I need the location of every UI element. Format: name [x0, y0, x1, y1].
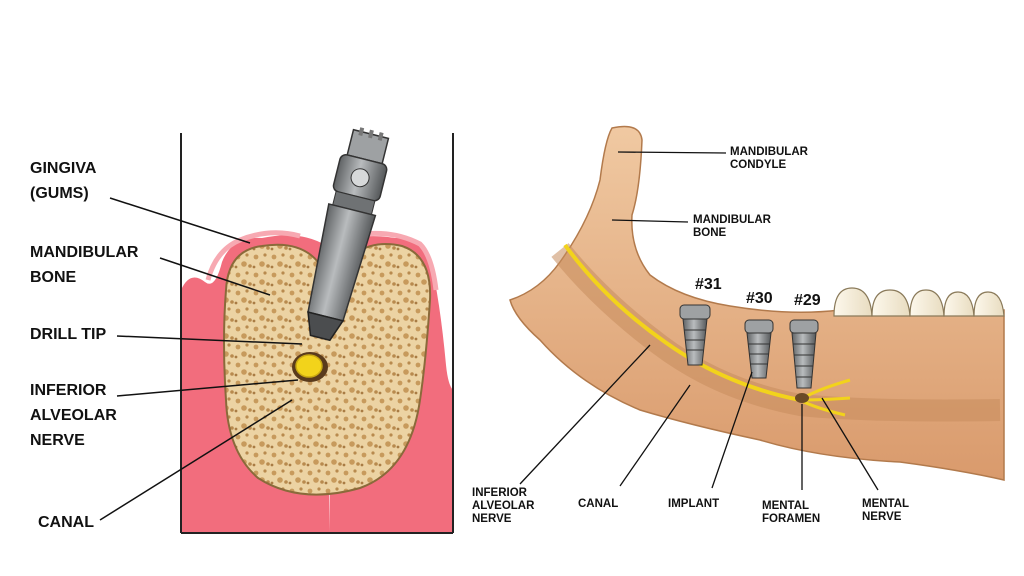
label-mnerve-line2: NERVE [862, 511, 902, 523]
leader-inferior-alveolar-nerve [116, 379, 299, 397]
label-implant: IMPLANT [668, 498, 719, 511]
label-drill-tip: DRILL TIP [30, 322, 106, 347]
label-inferior-alveolar-nerve-right: INFERIOR ALVEOLAR NERVE [472, 487, 534, 526]
label-mandibular-bone-left: MANDIBULAR BONE [30, 240, 138, 290]
label-mandibular-bone-line1: MANDIBULAR [30, 244, 139, 261]
leader-gingiva [109, 197, 251, 244]
label-canal-right-line1: CANAL [578, 498, 619, 510]
leader-canal-right [619, 384, 691, 487]
drill-instrument [307, 127, 390, 342]
implant-29 [789, 319, 819, 389]
leader-inferior-alveolar-nerve-right [519, 344, 651, 485]
label-drill-tip-line1: DRILL TIP [30, 326, 107, 343]
leader-mandibular-condyle [617, 151, 727, 154]
tooth-number-29: #29 [794, 292, 821, 309]
leader-mandibular-bone [159, 257, 271, 296]
label-canal-left: CANAL [38, 510, 94, 535]
label-mental-foramen: MENTAL FORAMEN [762, 500, 820, 526]
label-foramen-line1: MENTAL [762, 500, 810, 512]
left-leader-lines [99, 197, 303, 521]
tooth-number-30: #30 [746, 290, 773, 307]
label-condyle-line2: CONDYLE [730, 159, 787, 171]
label-ian-line1: INFERIOR [30, 382, 107, 399]
leader-mandibular-bone-right [611, 219, 689, 223]
label-inferior-alveolar-nerve-left: INFERIOR ALVEOLAR NERVE [30, 378, 117, 453]
cross-section-diagram [180, 127, 454, 534]
implant-31 [679, 304, 711, 366]
label-ian-right-line3: NERVE [472, 513, 512, 525]
label-ian-line3: NERVE [30, 432, 85, 449]
label-gingiva-line2: (GUMS) [30, 185, 89, 202]
label-gingiva: GINGIVA (GUMS) [30, 156, 96, 206]
label-foramen-line2: FORAMEN [762, 513, 821, 525]
teeth-row [833, 287, 1005, 317]
leader-drill-tip [116, 335, 303, 345]
label-mandibular-bone-right: MANDIBULAR BONE [693, 214, 771, 240]
jaw-diagram [509, 125, 1005, 481]
label-mental-nerve: MENTAL NERVE [862, 498, 909, 524]
mental-foramen [795, 393, 809, 403]
label-canal-right: CANAL [578, 498, 618, 511]
tooth-number-31: #31 [695, 276, 722, 293]
label-ian-line2: ALVEOLAR [30, 407, 117, 424]
mandibular-canal [551, 243, 1001, 422]
leader-canal [99, 399, 293, 521]
label-condyle-line1: MANDIBULAR [730, 146, 808, 158]
label-mbone-right-line1: MANDIBULAR [693, 214, 771, 226]
label-mbone-right-line2: BONE [693, 227, 727, 239]
mandible-shape [509, 125, 1005, 481]
inferior-alveolar-nerve [563, 243, 801, 402]
nerve-cross-section [295, 354, 323, 378]
label-implant-line1: IMPLANT [668, 498, 720, 510]
leader-mental-nerve [821, 397, 879, 491]
label-mnerve-line1: MENTAL [862, 498, 910, 510]
label-mandibular-condyle: MANDIBULAR CONDYLE [730, 146, 808, 172]
label-canal-line1: CANAL [38, 514, 94, 531]
label-gingiva-line1: GINGIVA [30, 160, 97, 177]
right-leader-lines [519, 151, 879, 491]
leader-implant [711, 371, 753, 489]
label-mandibular-bone-line2: BONE [30, 269, 77, 286]
label-ian-right-line1: INFERIOR [472, 487, 527, 499]
implant-30 [744, 319, 774, 379]
label-ian-right-line2: ALVEOLAR [472, 500, 535, 512]
